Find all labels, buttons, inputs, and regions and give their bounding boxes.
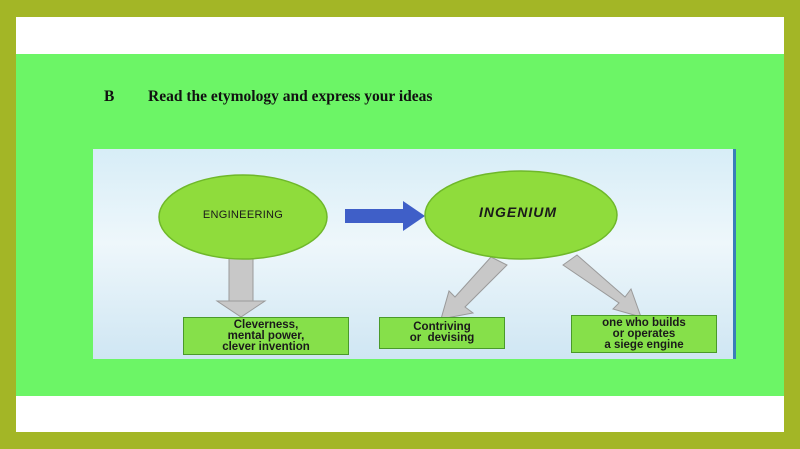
arrow-engineering-to-ingenium	[345, 201, 425, 231]
meaning-box-siege-engine: one who builds or operates a siege engin…	[571, 315, 717, 353]
section-title: Read the etymology and express your idea…	[148, 88, 433, 105]
meaning-line: mental power,	[227, 329, 305, 342]
meaning-box-cleverness: Cleverness, mental power, clever inventi…	[183, 317, 349, 355]
meaning-line: a siege engine	[604, 338, 684, 351]
section-heading: B Read the etymology and express your ide…	[104, 88, 432, 106]
diagram-graphics	[158, 170, 642, 320]
meaning-line: or operates	[612, 327, 676, 340]
meaning-line: one who builds	[602, 316, 686, 329]
arrow-ingenium-to-contriving	[440, 256, 508, 320]
meaning-box-contriving: Contriving or devising	[379, 317, 505, 349]
etymology-diagram: ENGINEERING INGENIUM Cleverness, mental …	[93, 149, 736, 359]
content-band: B Read the etymology and express your ide…	[16, 54, 784, 396]
slide: B Read the etymology and express your ide…	[16, 17, 784, 432]
section-letter: B	[104, 88, 115, 105]
meaning-line: clever invention	[222, 340, 310, 353]
arrow-engineering-to-meaning	[215, 256, 267, 318]
engineering-ellipse	[158, 174, 328, 260]
meaning-line: or devising	[409, 332, 475, 344]
ingenium-ellipse	[424, 170, 618, 260]
engineering-label: ENGINEERING	[202, 209, 284, 221]
meaning-line: Cleverness,	[233, 318, 299, 331]
ingenium-label: INGENIUM	[479, 204, 557, 220]
meaning-line: Contriving	[413, 321, 471, 333]
arrow-ingenium-to-siege	[562, 254, 642, 318]
